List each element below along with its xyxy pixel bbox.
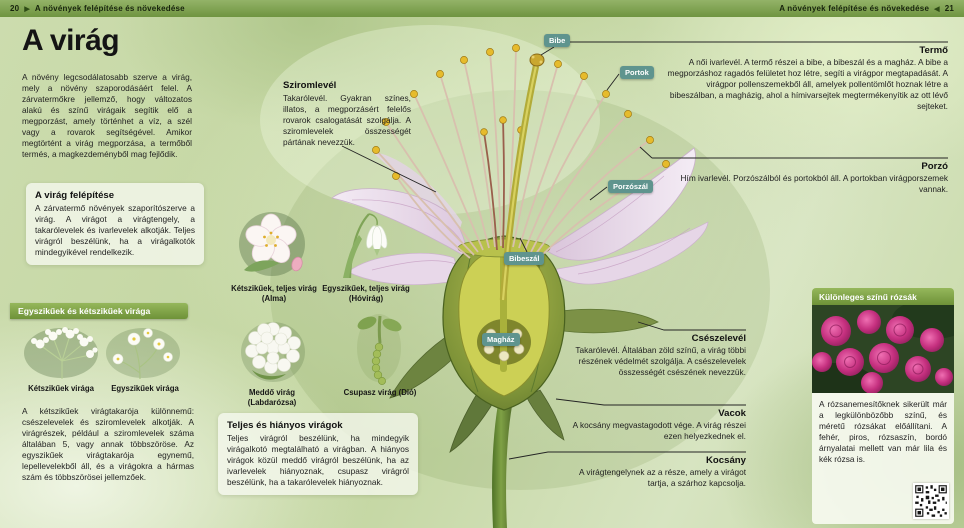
kocsany-block: Kocsány A virágtengelynek az a része, am… xyxy=(560,455,746,489)
tag-bibeszal: Bibeszál xyxy=(504,252,545,265)
tag-maghaz: Magház xyxy=(482,333,520,346)
tag-portok: Portok xyxy=(620,66,654,79)
page-number-left: 20 xyxy=(10,4,20,13)
complete-flowers-panel: Teljes és hiányos virágok Teljes virágró… xyxy=(218,413,418,495)
kocsany-body: A virágtengelynek az a része, amely a vi… xyxy=(579,467,746,488)
flower-structure-body: A zárvatermő növények szaporítószerve a … xyxy=(35,203,195,257)
termo-title: Termő xyxy=(919,45,948,56)
snowdrop-image xyxy=(343,213,388,279)
special-roses-body: A rózsanemesítőknek sikerült már a legkü… xyxy=(819,399,947,464)
viburnum-image xyxy=(241,322,305,382)
petal-block-title: Sziromlevél xyxy=(283,80,337,91)
petal-block: Sziromlevél Takarólevél. Gyakran színes,… xyxy=(283,80,411,148)
cseszelevel-title: Csészelevél xyxy=(691,333,746,344)
special-roses-panel: Különleges színű rózsák A rózsanemesítők… xyxy=(812,288,954,524)
chapter-title-right: A növények felépítése és növekedése xyxy=(779,4,930,13)
triangle-left-icon: ◀ xyxy=(934,5,940,13)
flower-structure-panel: A virág felépítése A zárvatermő növények… xyxy=(26,183,204,265)
complete-flowers-title: Teljes és hiányos virágok xyxy=(227,420,343,431)
chapter-title-left: A növények felépítése és növekedése xyxy=(34,4,185,13)
kocsany-title: Kocsány xyxy=(706,455,746,466)
qr-code xyxy=(913,483,949,519)
special-roses-title: Különleges színű rózsák xyxy=(812,288,954,305)
dicot-flower-image xyxy=(24,327,98,379)
walnut-flower-image xyxy=(357,314,402,385)
page-number-right: 21 xyxy=(944,4,954,13)
tag-porzoszal: Porzószál xyxy=(608,180,654,193)
intro-paragraph: A növény legcsodálatosabb szerve a virág… xyxy=(22,72,192,159)
vacok-block: Vacok A kocsány megvastagodott vége. A v… xyxy=(560,408,746,442)
apple-caption: Kétszikűek, teljes virág (Alma) xyxy=(231,284,317,303)
porzo-title: Porzó xyxy=(921,161,948,172)
monocot-flower-caption: Egyszikűek virága xyxy=(111,384,179,393)
petal-block-body: Takarólevél. Gyakran színes, illatos, a … xyxy=(283,93,411,147)
cseszelevel-body: Takarólevél. Általában zöld színű, a vir… xyxy=(575,345,746,377)
porzo-body: Hím ivarlevél. Porzószálból és portokból… xyxy=(680,173,948,194)
tag-bibe: Bibe xyxy=(544,34,571,47)
flower-structure-title: A virág felépítése xyxy=(35,190,115,201)
cseszelevel-block: Csészelevél Takarólevél. Általában zöld … xyxy=(560,333,746,378)
viburnum-caption: Meddő virág (Labdarózsa) xyxy=(247,388,297,407)
termo-block: Termő A női ivarlevél. A termő részei a … xyxy=(660,45,948,112)
header-bar: 20 ▶ A növények felépítése és növekedése… xyxy=(0,0,964,17)
complete-flowers-body: Teljes virágról beszélünk, ha mindegyik … xyxy=(227,433,409,487)
header-left: 20 ▶ A növények felépítése és növekedése xyxy=(10,4,185,13)
special-roses-body-area: A rózsanemesítőknek sikerült már a legkü… xyxy=(812,393,954,524)
page-title: A virág xyxy=(22,24,120,57)
header-right: A növények felépítése és növekedése ◀ 21 xyxy=(779,4,954,13)
termo-body: A női ivarlevél. A termő részei a bibe, … xyxy=(667,57,948,111)
walnut-caption: Csupasz virág (Dió) xyxy=(343,388,417,397)
roses-photo xyxy=(812,305,954,393)
monodicot-section-header: Egyszikűek és kétszikűek virága xyxy=(10,303,188,319)
vacok-title: Vacok xyxy=(718,408,746,419)
monodicot-body: A kétszikűek virágtakarója különnemű: cs… xyxy=(22,406,194,482)
apple-blossom-image xyxy=(239,212,305,276)
monocot-flower-image xyxy=(106,328,180,380)
snowdrop-caption: Egyszikűek, teljes virág (Hóvirág) xyxy=(322,284,410,303)
porzo-block: Porzó Hím ivarlevél. Porzószálból és por… xyxy=(660,161,948,195)
vacok-body: A kocsány megvastagodott vége. A virág r… xyxy=(572,420,746,441)
dicot-flower-caption: Kétszikűek virága xyxy=(28,384,94,393)
triangle-right-icon: ▶ xyxy=(24,5,30,13)
